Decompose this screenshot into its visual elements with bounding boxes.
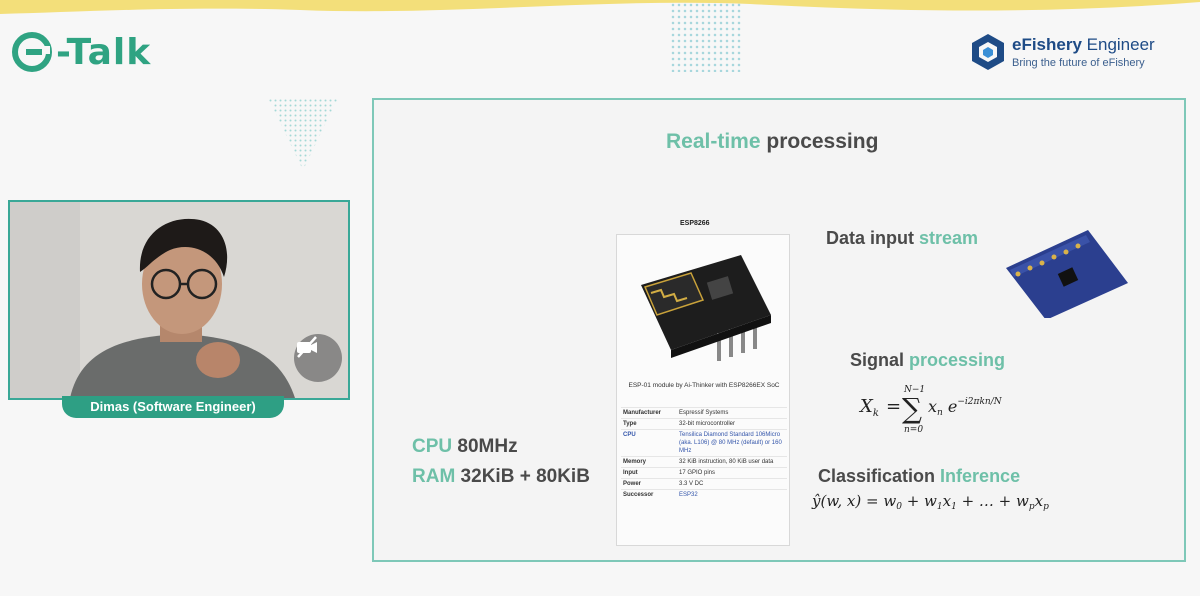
svg-text:ŷ(w, x) = w0 + w1x1 + … + wpxp: ŷ(w, x) = w0 + w1x1 + … + wpxp bbox=[811, 492, 1049, 512]
etalk-logo-text: -Talk bbox=[56, 31, 152, 73]
presenter-name-tag: Dimas (Software Engineer) bbox=[62, 396, 284, 418]
esp8266-infobox: ESP-01 module by Ai-Thinker with ESP8266… bbox=[616, 234, 790, 546]
sensor-board-image bbox=[1006, 230, 1128, 318]
classification-heading: Classification Inference bbox=[818, 466, 1021, 486]
brand-title: eFishery Engineer bbox=[1012, 35, 1155, 54]
svg-text:Xk: Xk bbox=[858, 396, 879, 419]
dot-grid-decoration bbox=[670, 2, 742, 72]
data-input-heading: Data input stream bbox=[826, 228, 979, 248]
cpu-spec: CPU 80MHz bbox=[412, 436, 518, 457]
presentation-slide: Real-time processing ESP8266 ESP-01 modu… bbox=[372, 98, 1186, 562]
top-wave-decoration bbox=[0, 0, 1200, 14]
esp-caption: ESP8266 bbox=[680, 220, 710, 227]
efishery-brand: eFishery Engineer Bring the future of eF… bbox=[970, 32, 1155, 72]
presenter-video-frame bbox=[10, 202, 348, 398]
etalk-e-icon bbox=[12, 32, 52, 72]
brand-tagline: Bring the future of eFishery bbox=[1012, 57, 1145, 69]
dft-formula: Xk = N−1 ∑ n=0 xn e−i2πkn/N bbox=[858, 385, 1003, 435]
ram-spec: RAM 32KiB + 80KiB bbox=[412, 466, 590, 487]
etalk-logo: -Talk bbox=[12, 28, 151, 76]
video-off-icon bbox=[297, 336, 317, 358]
svg-text:N−1: N−1 bbox=[903, 385, 925, 395]
esp8266-module-image bbox=[641, 255, 771, 361]
camera-muted-button[interactable] bbox=[294, 334, 342, 382]
triangle-decoration bbox=[268, 98, 338, 170]
svg-text:xn e−i2πkn/N: xn e−i2πkn/N bbox=[928, 397, 1003, 418]
signal-heading: Signal processing bbox=[850, 350, 1006, 370]
svg-text:n=0: n=0 bbox=[904, 425, 923, 435]
webcam-video bbox=[8, 200, 350, 400]
svg-text:=: = bbox=[886, 396, 901, 417]
svg-text:∑: ∑ bbox=[902, 392, 922, 425]
efishery-hexagon-icon bbox=[972, 34, 1004, 70]
slide-title: Real-time processing bbox=[666, 130, 879, 153]
esp-description: ESP-01 module by Ai-Thinker with ESP8266… bbox=[628, 382, 780, 389]
linear-model-formula: ŷ(w, x) = w0 + w1x1 + … + wpxp bbox=[811, 492, 1049, 512]
